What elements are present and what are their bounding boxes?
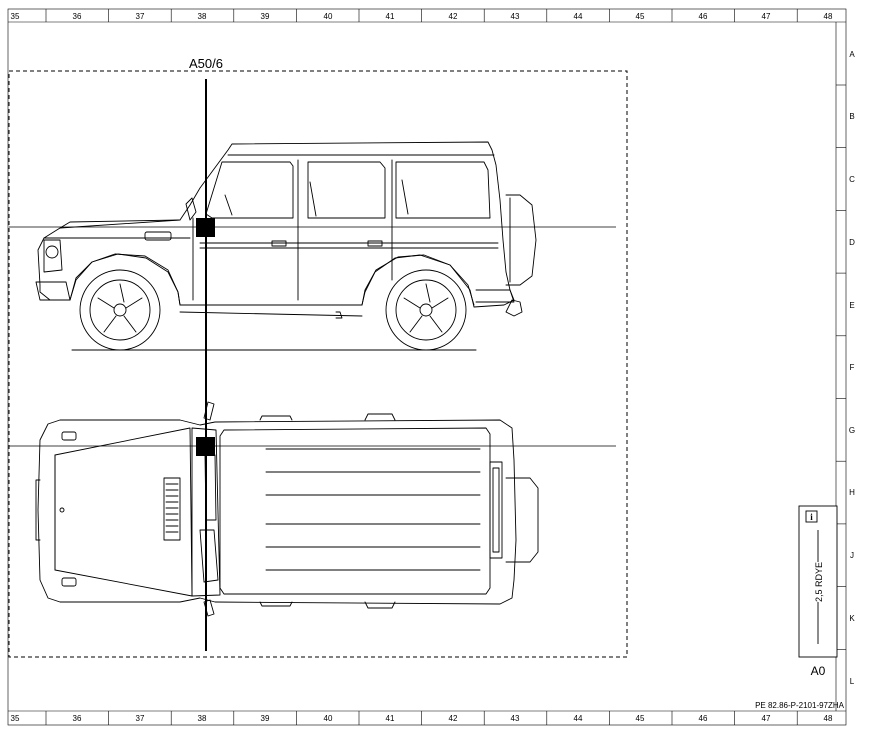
column-labels-bottom: 35 36 37 38 39 40 41 42 43 44 45 46 47 4… (11, 714, 833, 723)
row-label: L (850, 677, 855, 686)
row-labels: A B C D E F G H J K L (849, 50, 855, 686)
row-label: A (849, 50, 855, 59)
row-label: B (849, 112, 854, 121)
col-label: 35 (11, 714, 20, 723)
drawing-frame (7, 8, 847, 726)
col-label: 48 (824, 12, 833, 21)
grid-reference: A0 (811, 664, 826, 678)
row-label: J (850, 551, 854, 560)
col-label: 38 (198, 12, 207, 21)
column-labels-top: 35 36 37 38 39 40 41 42 43 44 45 46 47 4… (11, 12, 833, 21)
col-label: 36 (73, 12, 82, 21)
info-icon[interactable] (805, 510, 818, 523)
col-label: 48 (824, 714, 833, 723)
row-label: H (849, 488, 855, 497)
col-label: 42 (449, 714, 458, 723)
col-label: 44 (574, 12, 583, 21)
col-label: 36 (73, 714, 82, 723)
info-icon-glyph: i (810, 512, 813, 522)
detail-zone-box (8, 70, 628, 658)
document-code: PE 82.86-P-2101-97ZHA (755, 701, 845, 710)
col-label: 43 (511, 12, 520, 21)
col-label: 47 (762, 714, 771, 723)
row-label: C (849, 175, 855, 184)
row-label: E (849, 301, 854, 310)
wire-legend: i 2,5 RDYE (798, 505, 838, 658)
col-label: 39 (261, 714, 270, 723)
col-label: 45 (636, 12, 645, 21)
component-marker-top[interactable] (196, 437, 215, 456)
wire-label: 2,5 RDYE (814, 562, 824, 602)
col-label: 41 (386, 12, 395, 21)
col-label: 45 (636, 714, 645, 723)
component-marker-side[interactable] (196, 218, 215, 237)
col-label: 40 (324, 714, 333, 723)
col-label: 43 (511, 714, 520, 723)
col-label: 46 (699, 12, 708, 21)
col-label: 47 (762, 12, 771, 21)
row-label: F (850, 363, 855, 372)
col-label: 38 (198, 714, 207, 723)
vehicle-top-view (35, 401, 539, 617)
col-label: 46 (699, 714, 708, 723)
row-label: D (849, 238, 855, 247)
col-label: 37 (136, 714, 145, 723)
col-label: 35 (11, 12, 20, 21)
col-label: 44 (574, 714, 583, 723)
col-label: 40 (324, 12, 333, 21)
col-label: 41 (386, 714, 395, 723)
row-label: K (849, 614, 855, 623)
component-label: A50/6 (189, 56, 223, 71)
col-label: 42 (449, 12, 458, 21)
reference-lines (9, 79, 616, 651)
vehicle-side-view (35, 141, 537, 351)
col-label: 39 (261, 12, 270, 21)
col-label: 37 (136, 12, 145, 21)
row-label: G (849, 426, 855, 435)
